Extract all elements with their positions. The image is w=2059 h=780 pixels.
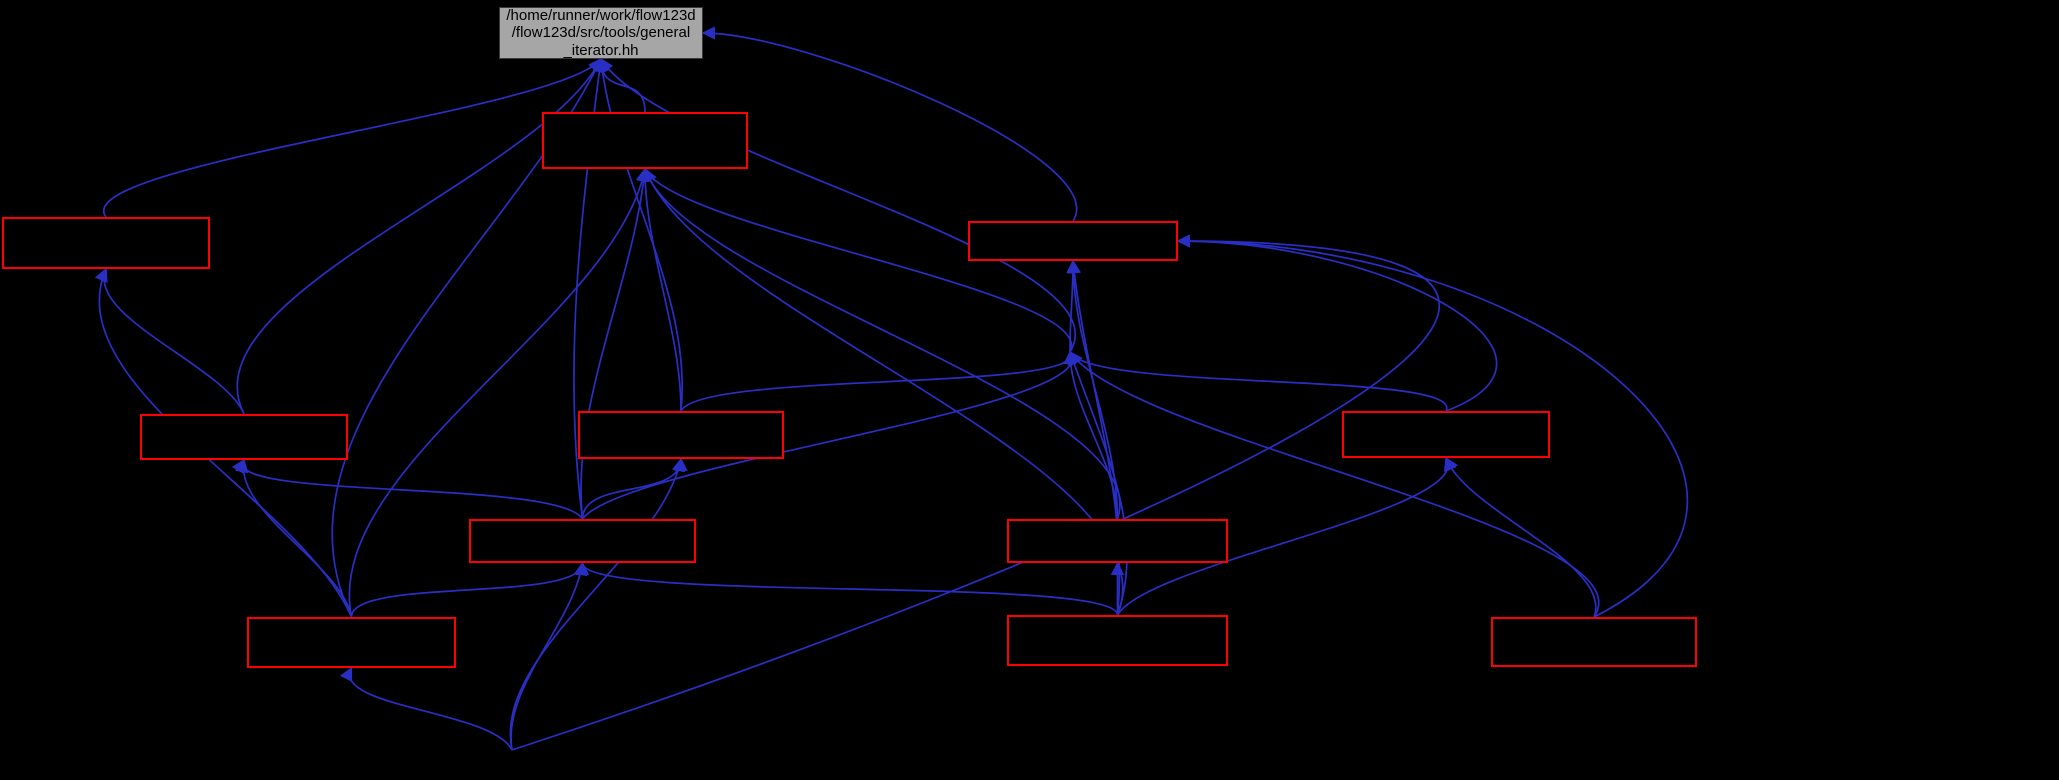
graph-node[interactable] (2, 217, 210, 269)
graph-node[interactable] (578, 411, 784, 459)
dependency-arrow (339, 666, 513, 751)
dependency-arrow (581, 457, 688, 520)
dependency-arrow (1443, 456, 1597, 618)
dependency-arrow (1063, 350, 1119, 520)
dependency-arrow (581, 350, 1083, 520)
graph-node[interactable] (247, 617, 456, 668)
dependency-arrow (509, 457, 686, 751)
dependency-arrow (235, 458, 353, 618)
graph-node[interactable] (542, 112, 748, 169)
dependency-arrow (644, 167, 1073, 353)
dependency-arrow (701, 26, 1078, 222)
dependency-arrow (236, 57, 602, 415)
graph-node-main[interactable]: /home/runner/work/flow123d /flow123d/src… (499, 7, 703, 59)
graph-node[interactable] (1007, 519, 1228, 563)
graph-node[interactable] (469, 519, 696, 563)
dependency-arrow (350, 561, 590, 618)
dependency-arrow (575, 561, 1119, 616)
graph-node[interactable] (1491, 617, 1697, 667)
dependency-arrow (1069, 350, 1600, 618)
graph-node[interactable] (140, 414, 348, 460)
dependency-arrow (680, 350, 1082, 412)
dependency-arrow (1176, 234, 1498, 412)
dependency-arrow (511, 234, 1440, 751)
graph-node-main-label: /home/runner/work/flow123d /flow123d/src… (506, 7, 696, 59)
dependency-arrow (231, 458, 584, 520)
dependency-arrow (102, 57, 602, 218)
graph-node[interactable] (1342, 411, 1550, 458)
dependency-arrow (1116, 456, 1458, 616)
dependency-arrow (510, 561, 588, 751)
dependency-arrow (1067, 350, 1128, 616)
dependency-arrow (95, 267, 245, 415)
dependency-arrow (580, 167, 651, 520)
dependency-arrow (642, 167, 1121, 520)
graph-node[interactable] (1007, 615, 1228, 666)
dependency-arrow (1176, 234, 1689, 618)
dependency-arrow (600, 57, 1076, 353)
graph-node[interactable] (968, 221, 1178, 261)
dependency-arrow (348, 167, 650, 618)
dependency-arrow (1069, 350, 1448, 412)
dependency-arrow (595, 57, 683, 412)
dependency-arrow (638, 167, 682, 412)
